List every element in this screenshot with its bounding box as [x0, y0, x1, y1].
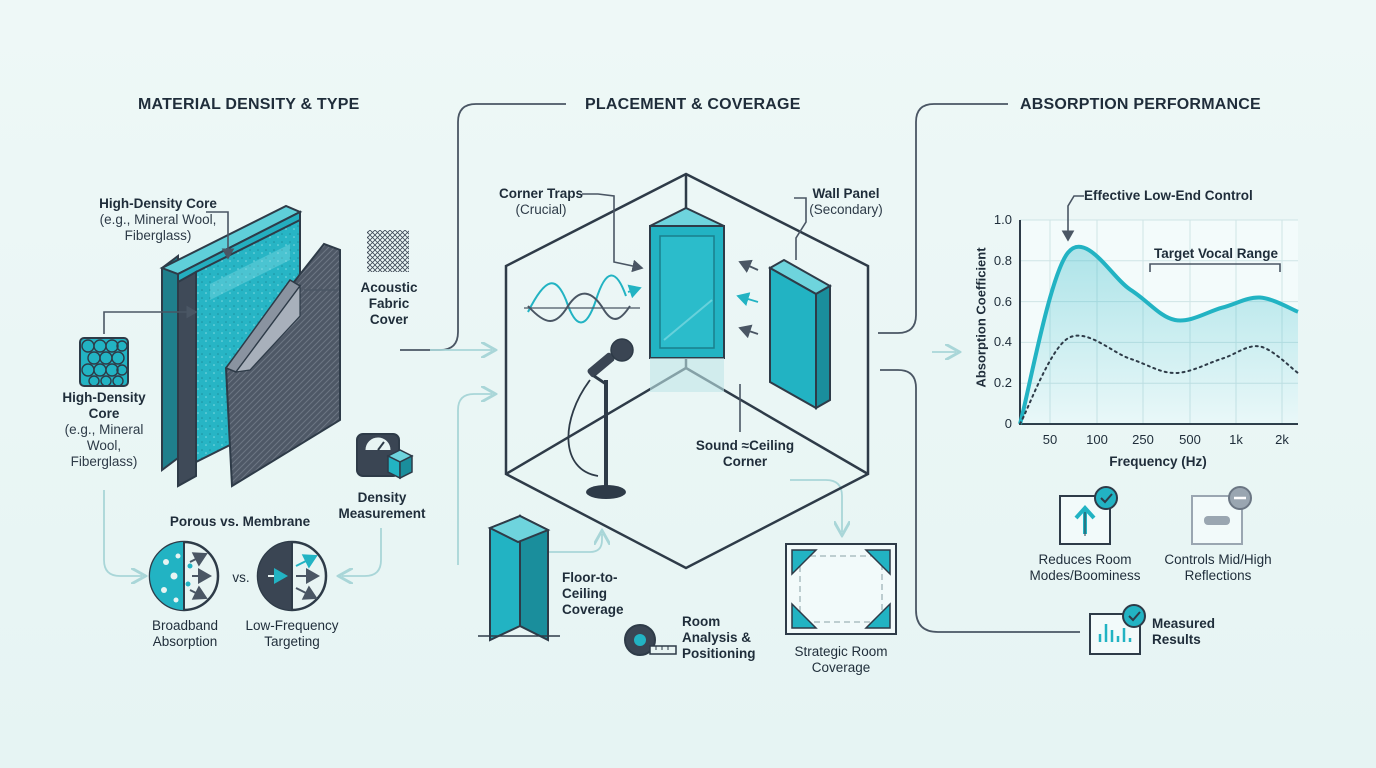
panel-callout-lines [103, 211, 338, 334]
series-line-1 [1018, 244, 1299, 425]
core-label-secondary: High-Density Core (e.g., Mineral Wool, F… [52, 390, 156, 470]
series-area-fill [1020, 246, 1298, 424]
performance-section-title: ABSORPTION PERFORMANCE [1020, 96, 1261, 113]
broadband-absorption-icon [148, 540, 220, 612]
floor-ceiling-label: Floor-to-Ceiling Coverage [562, 570, 624, 617]
x-tick-label: 1k [1229, 432, 1243, 447]
chart-series [1018, 244, 1299, 425]
floor-to-ceiling-panel [478, 514, 560, 642]
corner-trap-panel [649, 206, 725, 392]
wall-panel-title: Wall Panel [812, 186, 880, 201]
porous-foam-icon [79, 337, 129, 387]
broadband-label: Broadband Absorption [151, 618, 219, 649]
tape-measure-icon [624, 624, 677, 656]
strategic-coverage-icon [785, 543, 897, 635]
strategic-label: Strategic Room Coverage [794, 644, 888, 675]
x-tick-label: 2k [1275, 432, 1289, 447]
light-flow-arrows [103, 350, 956, 576]
sound-wave-icon [524, 274, 640, 324]
x-tick-label: 250 [1132, 432, 1154, 447]
controls-mid-label: Controls Mid/High Reflections [1164, 552, 1272, 583]
density-scale-icon [356, 433, 414, 480]
core-label-2-sub1: (e.g., Mineral [64, 422, 144, 437]
core-label-2-sub2: Wool, [86, 438, 122, 453]
placement-section-title: PLACEMENT & COVERAGE [585, 96, 801, 113]
core-label-2-title: High-Density Core [62, 390, 146, 421]
controls-mid-icon [1191, 486, 1252, 545]
fabric-label: Acoustic Fabric Cover [360, 280, 418, 327]
sound-arrows [627, 259, 759, 339]
y-tick-label: 0 [1004, 416, 1012, 431]
wall-panel-sub: (Secondary) [809, 202, 883, 217]
target-vocal-label: Target Vocal Range [1153, 246, 1279, 261]
wall-panel-label: Wall Panel (Secondary) [796, 186, 896, 218]
y-tick-label: 0.6 [993, 293, 1012, 309]
room-analysis-label: Room Analysis & Positioning [682, 614, 756, 661]
chart-annotations [1061, 195, 1281, 272]
material-section-title: MATERIAL DENSITY & TYPE [138, 96, 360, 113]
chart-x-axis-label: Frequency (Hz) [1109, 454, 1207, 469]
reduces-modes-label: Reduces Room Modes/Boominess [1029, 552, 1141, 583]
core-label-sub: (e.g., Mineral Wool, Fiberglass) [99, 212, 217, 243]
reduces-modes-icon [1059, 486, 1118, 545]
y-tick-label: 0.2 [993, 375, 1012, 391]
acoustic-panel-illustration [159, 204, 341, 488]
core-label-2-sub3: Fiberglass) [70, 454, 138, 469]
y-tick-label: 0.4 [993, 334, 1012, 350]
core-label-title: High-Density Core [99, 196, 217, 211]
x-tick-label: 100 [1086, 432, 1108, 447]
corner-traps-title: Corner Traps [498, 186, 584, 201]
vs-label: vs. [232, 570, 250, 585]
series-line-2 [1019, 334, 1299, 425]
y-tick-label: 0.8 [993, 252, 1012, 268]
porous-label: Porous vs. Membrane [169, 514, 311, 529]
effective-low-end-label: Effective Low-End Control [1084, 188, 1253, 203]
x-tick-label: 500 [1179, 432, 1201, 447]
y-tick-label: 1.0 [993, 212, 1012, 227]
lowfreq-label: Low-Frequency Targeting [245, 618, 339, 649]
fabric-swatch-icon [367, 230, 409, 272]
microphone-stand-icon [567, 338, 634, 499]
x-tick-label: 50 [1042, 432, 1058, 447]
density-label: Density Measurement [338, 490, 426, 521]
room-callout-lines [582, 193, 807, 432]
low-frequency-targeting-icon [256, 540, 328, 612]
measured-results-label: Measured Results [1152, 616, 1216, 647]
ceiling-corner-label: Sound ≈Ceiling Corner [695, 438, 795, 469]
section-connectors [400, 103, 1080, 633]
corner-traps-sub: (Crucial) [515, 202, 567, 217]
corner-traps-label: Corner Traps (Crucial) [492, 186, 590, 218]
measured-results-icon [1089, 604, 1146, 655]
wall-panel [767, 258, 833, 410]
core-label: High-Density Core (e.g., Mineral Wool, F… [70, 196, 246, 244]
